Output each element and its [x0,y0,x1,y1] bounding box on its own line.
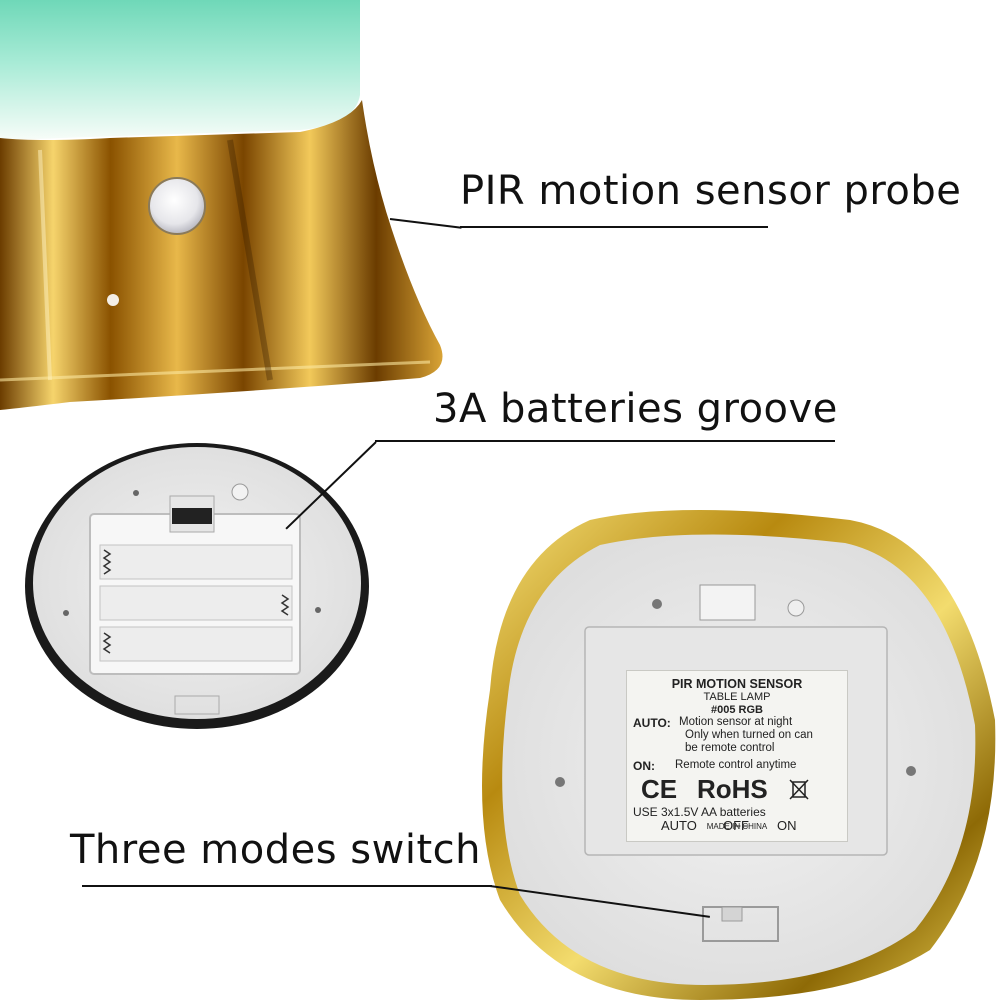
leader-line-batteries [375,440,835,442]
label-title: PIR MOTION SENSOR [671,677,803,691]
switch-label-auto: AUTO [661,818,697,833]
pir-sensor [148,177,206,235]
label-auto-text2: Only when turned on can [685,729,813,741]
label-auto-text3: be remote control [685,742,775,754]
switch-label-on: ON [777,818,797,833]
callout-mode-switch: Three modes switch [70,827,481,873]
label-on-key: ON: [633,759,655,773]
product-label: PIR MOTION SENSOR TABLE LAMP #005 RGB AU… [626,670,848,842]
rohs-mark: RoHS [697,774,768,804]
label-subtitle: TABLE LAMP [703,691,771,703]
label-on-text: Remote control anytime [675,759,797,771]
callout-batteries: 3A batteries groove [433,386,838,432]
leader-line-switch [82,885,492,887]
switch-label-off: OFF [723,818,749,833]
callout-pir-sensor: PIR motion sensor probe [460,168,962,214]
battery-spec: USE 3x1.5V AA batteries [633,805,766,819]
label-model: #005 RGB [711,704,763,716]
weee-icon [787,777,811,801]
label-auto-text1: Motion sensor at night [679,716,793,728]
made-in: MADE IN CHINA [706,822,768,831]
ce-mark: CE [641,774,678,804]
gold-base [0,100,443,410]
label-auto-key: AUTO: [633,716,671,730]
lamp-shade [0,0,360,139]
leader-line-pir [460,226,768,228]
